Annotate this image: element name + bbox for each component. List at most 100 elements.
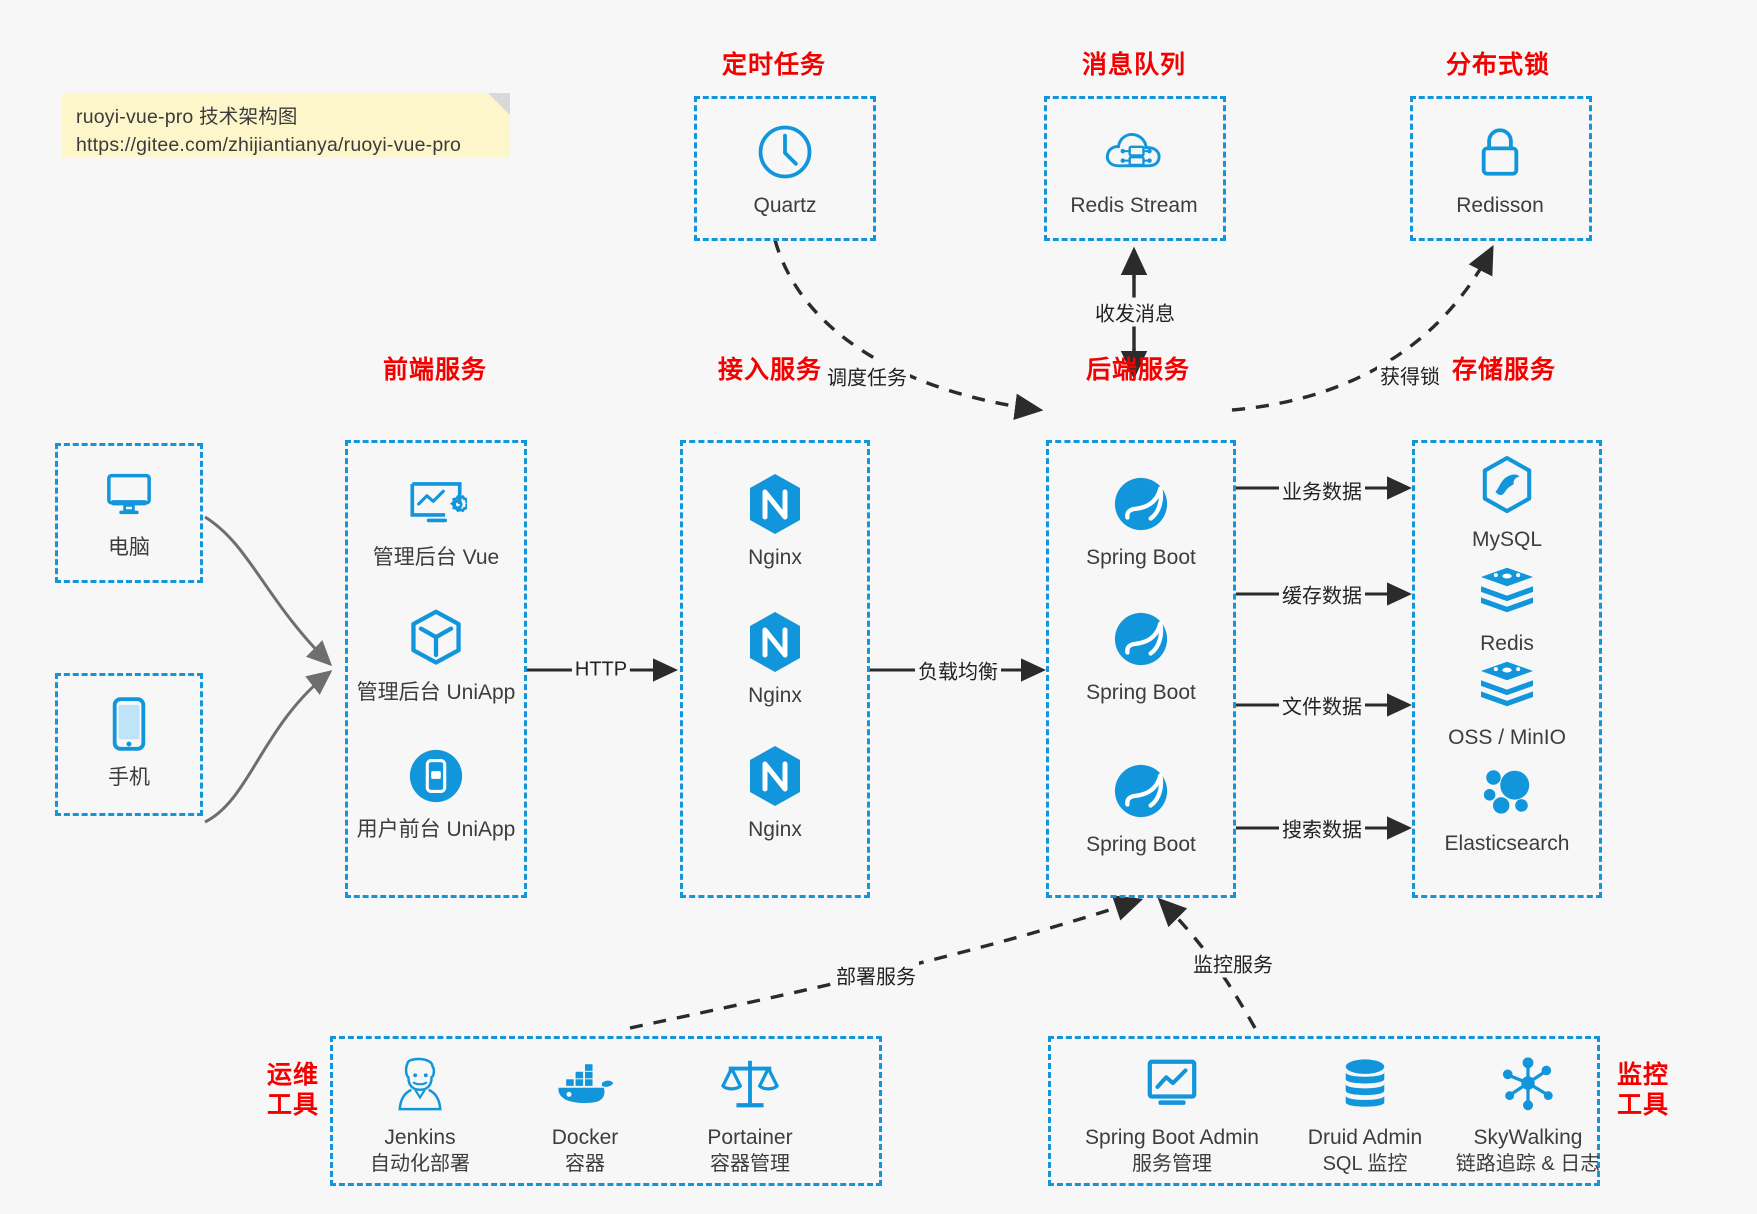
node-label: Docker — [551, 1126, 619, 1149]
group-title-monitor-line1: 监控 — [1616, 1061, 1669, 1089]
jenkins-icon — [340, 1050, 500, 1118]
edge-label-cache-data: 缓存数据 — [1279, 579, 1365, 609]
group-title-mq: 消息队列 — [1081, 51, 1186, 79]
node-user-uniapp[interactable]: 用户前台 UniApp — [356, 742, 516, 843]
database-icon — [1275, 1050, 1455, 1118]
group-scheduler — [694, 96, 876, 241]
node-jenkins[interactable]: Jenkins 自动化部署 — [340, 1050, 500, 1177]
node-label: Nginx — [748, 684, 802, 707]
node-label: Redis — [1480, 632, 1534, 655]
node-admin-uniapp[interactable]: 管理后台 UniApp — [356, 605, 516, 706]
group-title-lock: 分布式锁 — [1445, 51, 1550, 79]
node-label: Jenkins — [384, 1126, 456, 1149]
node-label: MySQL — [1471, 528, 1542, 551]
edge-computer-to-frontend — [204, 515, 333, 667]
edge-phone-to-frontend — [204, 670, 333, 824]
node-label: 手机 — [108, 766, 150, 789]
node-label: Druid Admin — [1307, 1126, 1423, 1149]
node-label: Spring Boot — [1086, 546, 1196, 569]
cube-icon — [356, 605, 516, 673]
clock-icon — [705, 118, 865, 186]
mysql-icon — [1427, 452, 1587, 520]
node-spring-boot-admin[interactable]: Spring Boot Admin 服务管理 — [1072, 1050, 1272, 1177]
spring-icon — [1061, 470, 1221, 538]
cloud-stream-icon — [1054, 118, 1214, 186]
docker-icon — [505, 1050, 665, 1118]
node-druid-admin[interactable]: Druid Admin SQL 监控 — [1275, 1050, 1455, 1177]
node-admin-vue[interactable]: 管理后台 Vue — [356, 470, 516, 571]
node-nginx-2[interactable]: Nginx — [695, 608, 855, 709]
node-redis-stream[interactable]: Redis Stream — [1054, 118, 1214, 219]
group-gateway — [680, 440, 870, 898]
node-label: OSS / MinIO — [1448, 726, 1566, 749]
node-label: Quartz — [753, 194, 817, 217]
node-label: 电脑 — [108, 536, 150, 559]
node-skywalking[interactable]: SkyWalking 链路追踪 & 日志 — [1438, 1050, 1618, 1177]
scales-icon — [670, 1050, 830, 1118]
monitor-chart-icon — [1072, 1050, 1272, 1118]
group-title-monitor-line2: 工具 — [1616, 1091, 1669, 1119]
note-card: ruoyi-vue-pro 技术架构图 https://gitee.com/zh… — [62, 93, 510, 157]
spring-icon — [1061, 605, 1221, 673]
node-label: 管理后台 UniApp — [356, 681, 516, 704]
group-devops — [330, 1036, 882, 1186]
nginx-icon — [695, 608, 855, 676]
node-label: Redisson — [1456, 194, 1544, 217]
edge-label-schedule-task: 调度任务 — [824, 361, 910, 391]
node-oss-minio[interactable]: OSS / MinIO — [1427, 650, 1587, 751]
node-sublabel: 服务管理 — [1132, 1153, 1212, 1175]
node-phone[interactable]: 手机 — [49, 690, 209, 791]
group-backend — [1046, 440, 1236, 898]
edge-label-search-data: 搜索数据 — [1279, 813, 1365, 843]
note-fold-corner — [488, 93, 510, 115]
mobile-app-icon — [356, 742, 516, 810]
node-sublabel: 容器 — [565, 1153, 605, 1175]
node-springboot-1[interactable]: Spring Boot — [1061, 470, 1221, 571]
nginx-icon — [695, 470, 855, 538]
group-title-frontend: 前端服务 — [382, 356, 487, 384]
note-title: ruoyi-vue-pro 技术架构图 — [76, 106, 298, 128]
node-springboot-3[interactable]: Spring Boot — [1061, 757, 1221, 858]
edge-label-acquire-lock: 获得锁 — [1377, 360, 1443, 390]
node-nginx-3[interactable]: Nginx — [695, 742, 855, 843]
node-redisson[interactable]: Redisson — [1420, 118, 1580, 219]
node-docker[interactable]: Docker 容器 — [505, 1050, 665, 1177]
edge-label-load-balance: 负载均衡 — [915, 655, 1001, 685]
node-label: Nginx — [748, 546, 802, 569]
group-storage — [1412, 440, 1602, 898]
node-sublabel: 自动化部署 — [370, 1153, 470, 1175]
edge-label-file-data: 文件数据 — [1279, 690, 1365, 720]
skywalking-icon — [1438, 1050, 1618, 1118]
node-mysql[interactable]: MySQL — [1427, 452, 1587, 553]
node-label: Elasticsearch — [1444, 832, 1570, 855]
group-lock — [1410, 96, 1592, 241]
group-phone — [55, 673, 203, 816]
note-url: https://gitee.com/zhijiantianya/ruoyi-vu… — [76, 134, 462, 156]
node-label: Spring Boot — [1086, 833, 1196, 856]
desktop-icon — [49, 460, 209, 528]
node-nginx-1[interactable]: Nginx — [695, 470, 855, 571]
node-label: Nginx — [748, 818, 802, 841]
node-computer[interactable]: 电脑 — [49, 460, 209, 561]
node-quartz[interactable]: Quartz — [705, 118, 865, 219]
node-elasticsearch[interactable]: Elasticsearch — [1427, 756, 1587, 857]
edge-label-deploy-service: 部署服务 — [833, 960, 919, 990]
group-title-devops: 运维 工具 — [258, 1060, 328, 1120]
lock-icon — [1420, 118, 1580, 186]
node-portainer[interactable]: Portainer 容器管理 — [670, 1050, 830, 1177]
elasticsearch-icon — [1427, 756, 1587, 824]
group-title-scheduler: 定时任务 — [721, 51, 826, 79]
group-title-devops-line2: 工具 — [266, 1091, 319, 1119]
group-title-storage: 存储服务 — [1451, 356, 1556, 384]
group-computer — [55, 443, 203, 583]
spring-icon — [1061, 757, 1221, 825]
edge-label-business-data: 业务数据 — [1279, 475, 1365, 505]
group-title-backend: 后端服务 — [1085, 356, 1190, 384]
node-sublabel: 链路追踪 & 日志 — [1455, 1153, 1601, 1175]
node-springboot-2[interactable]: Spring Boot — [1061, 605, 1221, 706]
node-label: Spring Boot — [1086, 681, 1196, 704]
node-label: 管理后台 Vue — [372, 546, 500, 569]
node-redis[interactable]: Redis — [1427, 556, 1587, 657]
group-monitor — [1048, 1036, 1600, 1186]
node-label: 用户前台 UniApp — [356, 818, 516, 841]
